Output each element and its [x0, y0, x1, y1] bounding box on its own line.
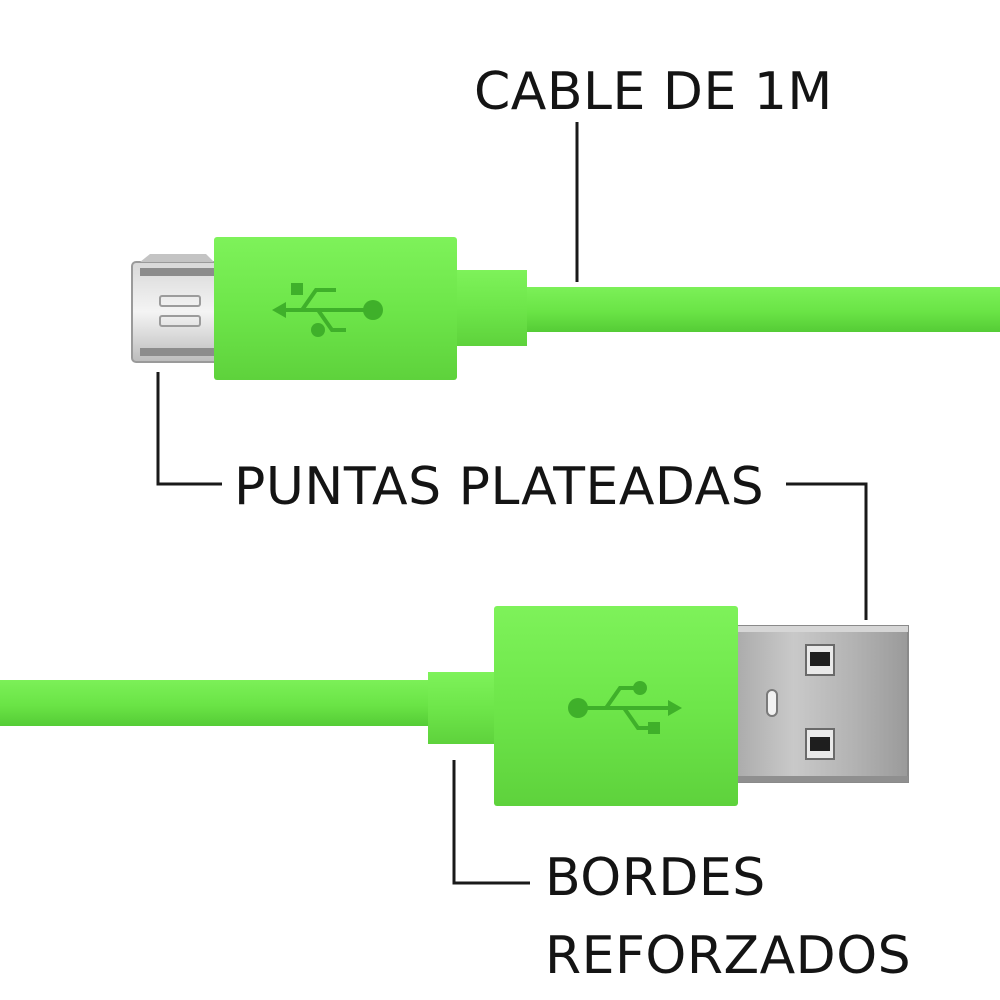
strain-relief-bottom — [428, 672, 498, 744]
usb-symbol-icon — [272, 283, 383, 337]
silver-tips-label: PUNTAS PLATEADAS — [234, 457, 765, 517]
usb-a-metal-plug — [731, 625, 909, 783]
usb-a-connector — [0, 606, 909, 806]
micro-usb-metal-tip — [131, 254, 219, 363]
cable-bottom — [0, 680, 440, 726]
usb-symbol-icon — [568, 681, 682, 734]
reinforced-edges-label-line1: BORDES — [545, 848, 766, 908]
leader-line-puntas-right — [786, 482, 868, 620]
cable-length-label: CABLE DE 1M — [474, 62, 833, 122]
leader-lines — [156, 122, 868, 885]
cable-top — [520, 287, 1000, 332]
leader-line-bordes — [452, 760, 530, 885]
leader-line-puntas-left — [156, 372, 222, 486]
reinforced-edges-label-line2: REFORZADOS — [545, 926, 912, 986]
strain-relief-top — [455, 270, 527, 346]
micro-usb-connector — [131, 237, 1000, 380]
